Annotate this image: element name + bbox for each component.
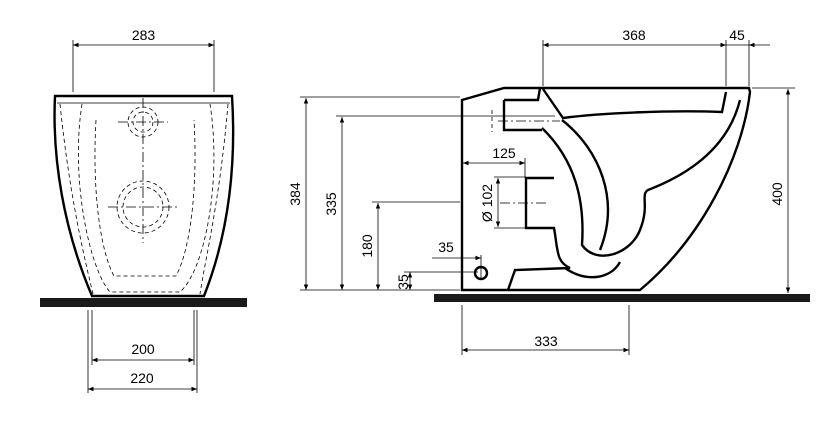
dim-label-384: 384 — [287, 182, 303, 206]
front-body-outline — [53, 94, 235, 298]
front-floor-slab — [40, 298, 247, 307]
dim-label-125: 125 — [492, 145, 516, 161]
front-view: 283 200 220 — [40, 27, 247, 393]
dim-label-35-vertical: 35 — [395, 274, 411, 290]
side-floor-slab — [434, 294, 810, 302]
dim-label-283: 283 — [132, 27, 156, 43]
side-rim — [542, 88, 728, 120]
dim-label-335: 335 — [323, 192, 339, 216]
side-body-outline — [460, 86, 752, 292]
dim-label-180: 180 — [359, 234, 375, 258]
dim-label-35-horizontal: 35 — [438, 239, 454, 255]
side-view: 384 335 180 35 400 368 45 125 Ø 102 — [287, 27, 810, 355]
dim-label-200: 200 — [131, 341, 155, 357]
dim-label-333: 333 — [534, 333, 558, 349]
dim-label-220: 220 — [130, 370, 154, 386]
side-bowl-trap — [541, 99, 742, 257]
front-hidden-bowl — [77, 103, 215, 293]
dim-label-400: 400 — [769, 182, 785, 206]
dim-label-45: 45 — [729, 27, 745, 43]
front-hidden-inner — [59, 103, 229, 295]
dim-label-102: Ø 102 — [479, 184, 495, 222]
side-inner-wall — [502, 87, 542, 132]
dim-label-368: 368 — [622, 27, 646, 43]
